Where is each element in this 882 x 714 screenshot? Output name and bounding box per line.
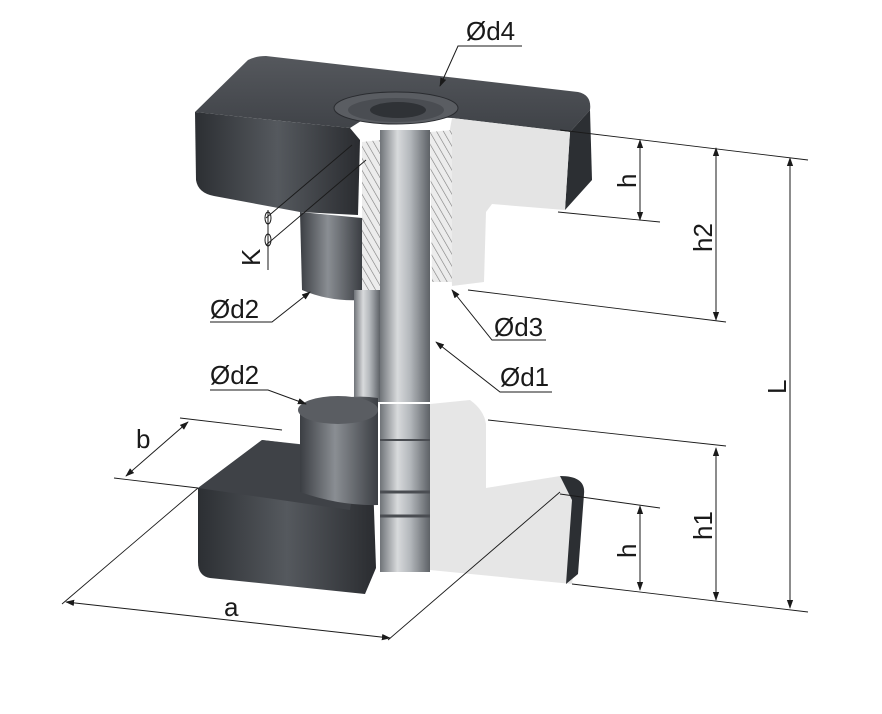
label-h-bottom: h — [612, 544, 642, 558]
label-d1: Ød1 — [500, 362, 549, 392]
dim-a — [65, 599, 391, 641]
label-a: a — [224, 592, 239, 622]
leader-d1 — [435, 341, 552, 393]
label-l: L — [762, 380, 792, 394]
leader-d2-top — [210, 291, 311, 323]
leader-d3 — [451, 289, 546, 341]
upper-block — [195, 56, 592, 301]
leader-d4 — [439, 45, 522, 87]
dim-b — [125, 421, 189, 477]
label-d3: Ød3 — [494, 312, 543, 342]
leader-d2-bottom — [210, 389, 307, 405]
label-k: K — [236, 248, 266, 266]
label-h2: h2 — [688, 223, 718, 252]
label-b: b — [136, 424, 150, 454]
label-d4: Ød4 — [466, 16, 515, 46]
dimension-lines — [61, 45, 809, 641]
label-d2-top: Ød2 — [210, 294, 259, 324]
lower-block — [198, 396, 585, 594]
label-h-top: h — [612, 174, 642, 188]
guide-pin — [354, 130, 430, 402]
label-d2-bottom: Ød2 — [210, 360, 259, 390]
label-h1: h1 — [688, 511, 718, 540]
